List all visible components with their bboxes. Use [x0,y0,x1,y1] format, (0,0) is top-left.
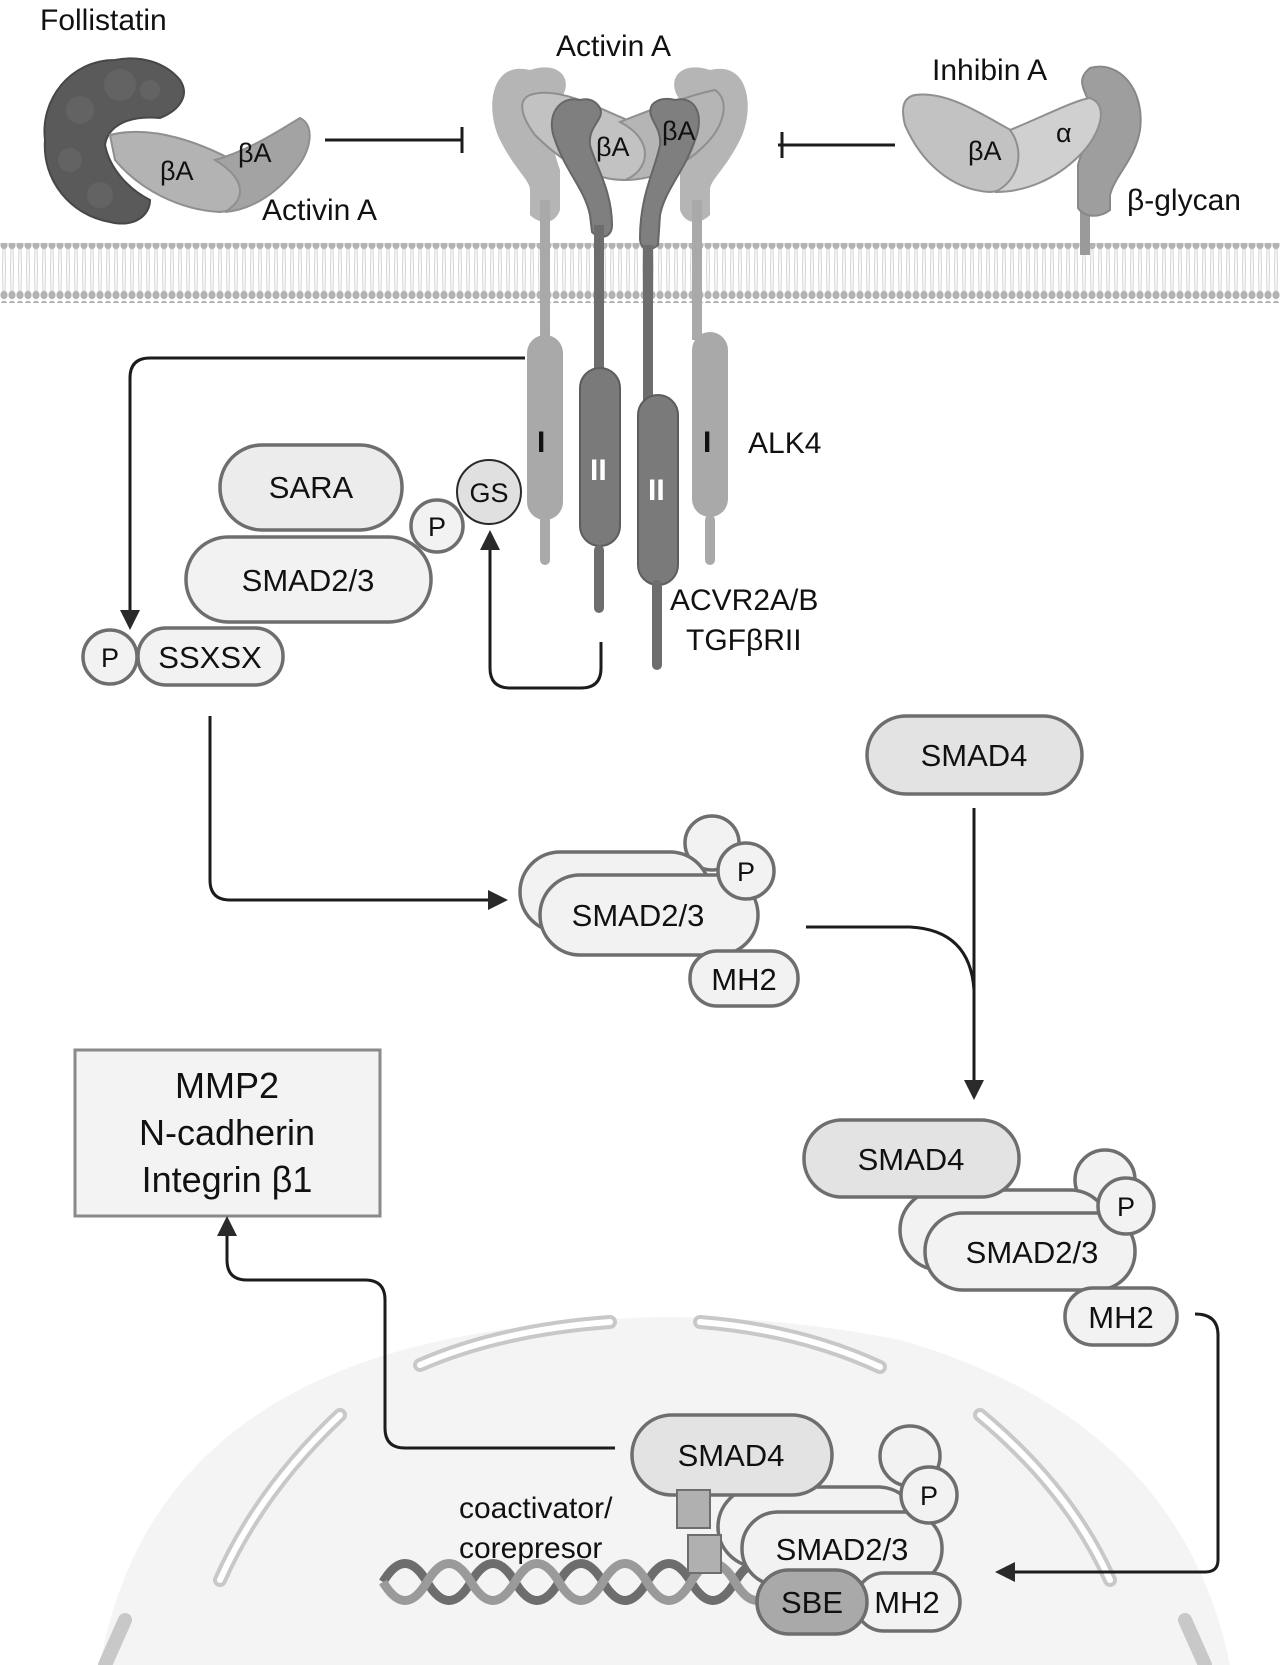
nuclear-complex: SMAD4 SMAD2/3 P MH2 SBE coactivator/ cor… [379,1413,962,1636]
actr2-ectodomain-right [638,97,700,251]
actr2-tm-right [643,245,653,405]
alk4-kinase-right [692,332,728,517]
nuclear-pore-segment [1178,1613,1212,1665]
type-II-symbol: II [590,454,607,487]
activin-subunit-right [212,116,311,213]
phospho-smad23: SMAD2/3 P MH2 [208,716,800,1008]
target-gene: MMP2 [175,1065,279,1106]
smad23-label: SMAD2/3 [776,1532,909,1567]
cofactor-square [676,1489,711,1529]
phosphorylation-arrow [128,356,525,610]
phospho-circle [81,628,139,686]
target-gene: Integrin β1 [142,1159,313,1200]
follistatin-complex: Follistatin βA βA Activin A [40,4,377,227]
smad23-pill [184,535,433,624]
nuclear-import-arrow [1015,1312,1220,1574]
type-II-symbol: II [648,474,665,507]
type-I-symbol: I [537,426,545,459]
translocation-arrow [208,716,488,902]
target-genes-frame [73,1048,382,1218]
smad4-pill [630,1413,834,1497]
inhibin-complex: βA α Inhibin A β-glycan [778,54,1241,255]
mh2-label: MH2 [711,962,776,997]
ssxsx-label: SSXSX [158,640,262,675]
smad4-pill [802,1118,1021,1199]
phospho-label: P [101,643,119,673]
activin-label: Activin A [556,30,671,63]
actr2-tm-left [594,225,604,385]
alk4-kinase-left [527,335,563,520]
gs-domain-label: GS [469,478,508,508]
phospho-label: P [1117,1192,1135,1222]
subunit-label: βA [160,156,194,186]
smad4-label: SMAD4 [678,1438,785,1473]
subunit-label: α [1056,118,1072,148]
mh2-label: MH2 [874,1585,939,1620]
smad23-pill [538,873,760,957]
mh2-pill [1063,1286,1179,1347]
phospho-label: P [428,512,446,542]
subunit-label: βA [596,132,630,162]
gs-domain-circle [456,459,522,525]
nuclear-pore-segment [98,1613,132,1665]
phospho-label: P [920,1481,938,1511]
cofactor-label-line1: coactivator/ [459,1492,613,1525]
type-I-symbol: I [703,426,711,459]
sara-label: SARA [269,470,354,505]
smad4-label: SMAD4 [921,738,1028,773]
inhibin-beta-subunit [902,93,1027,194]
smad23-label: SMAD2/3 [242,563,375,598]
cell-membrane [0,243,1280,303]
type-II-label-line2: TGFβRII [686,624,802,657]
smad23-pill [923,1211,1137,1292]
phospho-circle [899,1465,959,1525]
type-II-label-line1: ACVR2A/B [670,584,818,617]
smad4-label: SMAD4 [858,1142,965,1177]
alk4-label: ALK4 [748,427,821,460]
alk4-tm-right [692,200,702,340]
phospho-circle [716,841,776,901]
smad23-label: SMAD2/3 [572,898,705,933]
mh2-pill [688,949,800,1008]
actr2-ectodomain-left [550,98,614,238]
subunit-label: βA [662,116,696,146]
target-gene: N-cadherin [139,1112,315,1153]
subunit-label: βA [238,138,272,168]
mh2-label: MH2 [1088,1300,1153,1335]
smad4-pill [865,714,1084,796]
cofactor-square [687,1534,722,1574]
inhibin-label: Inhibin A [932,54,1047,87]
smad23-label: SMAD2/3 [966,1235,1099,1270]
phospho-circle [1096,1176,1156,1236]
gs-activation-arrow [488,550,603,690]
alk4-tm-left [540,200,550,340]
bound-activin-label: Activin A [262,194,377,227]
complex-formation-arrow [806,925,976,991]
sara-pill [218,443,404,532]
cofactor-label-line2: corepresor [459,1532,602,1565]
sbe-pill [755,1568,869,1636]
transcription-arrow [225,1236,615,1450]
free-smad4: SMAD4 [806,714,1084,1100]
sara-smad-complex: SARA SMAD2/3 SSXSX P P GS [81,356,603,690]
sbe-label: SBE [781,1585,843,1620]
phospho-label: P [737,857,755,887]
betaglycan-label: β-glycan [1127,184,1241,217]
phospho-circle [409,498,465,554]
subunit-label: βA [968,136,1002,166]
inhibition-arrow-follistatin [325,127,464,153]
betaglycan-stem [1080,210,1090,255]
smad-complex: SMAD4 SMAD2/3 P MH2 [802,1118,1220,1582]
follistatin-label: Follistatin [40,4,167,37]
target-genes-box: MMP2 N-cadherin Integrin β1 [73,1048,615,1450]
receptor-complex: βA βA Activin A I I II II ALK4 ACVR2A/B … [492,30,821,670]
inhibin-alpha-subunit [994,96,1102,193]
